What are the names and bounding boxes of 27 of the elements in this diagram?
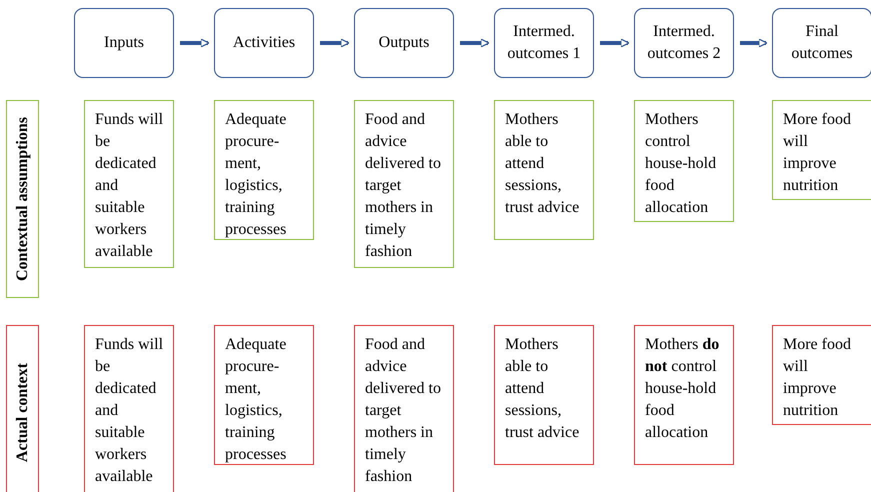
assumption-box: More food will improve nutrition	[772, 100, 871, 200]
row-header-label: Contextual assumptions	[12, 116, 32, 282]
context-box: Mothers able to attend sessions, trust advice	[494, 325, 594, 465]
arrow	[460, 38, 490, 48]
stage-box: Activities	[214, 8, 314, 78]
stage-box: Intermed. outcomes 1	[494, 8, 594, 78]
row-header	[6, 325, 39, 492]
assumption-box: Mothers able to attend sessions, trust advice	[494, 100, 594, 240]
assumption-box: Adequate procure-ment, logistics, training processes	[214, 100, 314, 240]
context-box: More food will improve nutrition	[772, 325, 871, 425]
stage-box: Final outcomes	[772, 8, 871, 78]
context-box: Funds will be dedicated and suitable workers available	[84, 325, 174, 492]
row-header-label: Actual context	[12, 362, 32, 462]
stage-box: Outputs	[354, 8, 454, 78]
row-header	[6, 100, 39, 298]
arrow	[740, 38, 768, 48]
assumption-box: Funds will be dedicated and suitable workers available	[84, 100, 174, 268]
assumption-box: Mothers control house-hold food allocation	[634, 100, 734, 222]
arrow	[180, 38, 210, 48]
context-box: Adequate procure-ment, logistics, training processes	[214, 325, 314, 465]
arrow	[600, 38, 630, 48]
assumption-box: Food and advice delivered to target mothers in timely fashion	[354, 100, 454, 268]
stage-box: Intermed. outcomes 2	[634, 8, 734, 78]
arrow	[320, 38, 350, 48]
context-box: Mothers do not control house-hold food allocation	[634, 325, 734, 465]
context-box: Food and advice delivered to target mothers in timely fashion	[354, 325, 454, 492]
stage-box: Inputs	[74, 8, 174, 78]
